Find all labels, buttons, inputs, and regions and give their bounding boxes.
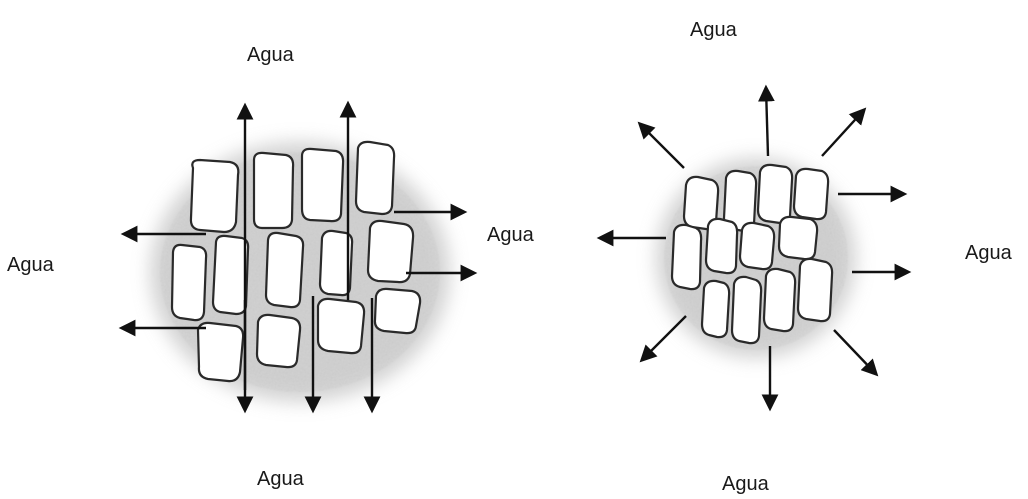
label-left-bottom: Agua: [257, 469, 304, 489]
cell: [356, 142, 394, 214]
cell: [732, 277, 761, 343]
arrow: [642, 316, 686, 360]
cell: [302, 149, 343, 221]
plasmolyzed-cell-cluster: [656, 158, 856, 358]
turgid-cell-cluster: [150, 142, 450, 402]
cell: [375, 289, 420, 333]
cell: [672, 225, 701, 289]
label-left-right: Agua: [487, 225, 534, 245]
cell: [191, 160, 238, 232]
cell: [706, 219, 737, 273]
cell: [794, 169, 828, 219]
label-left-top: Agua: [247, 45, 294, 65]
arrow: [766, 88, 768, 156]
cell: [318, 299, 364, 353]
cell: [172, 245, 206, 320]
label-left-left: Agua: [7, 255, 54, 275]
arrow: [822, 110, 864, 156]
label-right-right: Agua: [965, 243, 1012, 263]
arrow: [834, 330, 876, 374]
cell: [740, 223, 774, 269]
label-right-top: Agua: [690, 20, 737, 40]
cell: [254, 153, 293, 228]
cell: [702, 281, 729, 337]
cell: [213, 236, 248, 314]
cell: [798, 259, 832, 321]
cell: [257, 315, 300, 367]
cell: [198, 323, 243, 381]
cell: [758, 165, 792, 223]
label-right-bottom: Agua: [722, 474, 769, 494]
cell: [266, 233, 303, 307]
cell: [764, 269, 795, 331]
arrow: [640, 124, 684, 168]
cell: [779, 217, 817, 259]
